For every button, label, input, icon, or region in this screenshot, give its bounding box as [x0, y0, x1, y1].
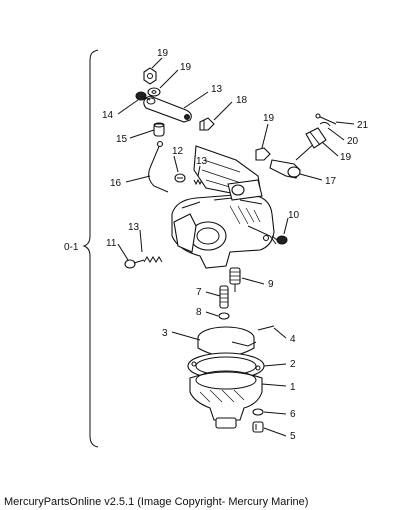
callout-19-upper: 18 [236, 95, 248, 106]
callout-19-right: 19 [263, 113, 275, 124]
callout-24: 21 [357, 120, 369, 131]
callout-1: 1 [290, 382, 296, 393]
part-5-drain-screw [252, 421, 264, 433]
part-19-bushing-right [255, 147, 271, 161]
part-15-screw [135, 91, 151, 101]
part-3-float [197, 326, 257, 357]
part-23-clip [319, 121, 331, 127]
part-10-screw [271, 235, 288, 245]
part-7-main-jet [219, 285, 229, 309]
part-9-float-valve-seat [229, 267, 241, 292]
part-20-nut [143, 67, 157, 85]
part-18-throttle-shaft-arm [269, 141, 317, 179]
part-17-link-rod [148, 140, 169, 193]
carburetor-body [171, 145, 277, 269]
callout-18: 17 [325, 176, 337, 187]
part-22-cap [305, 127, 327, 149]
part-4-pin [257, 325, 275, 331]
callout-12: 12 [172, 146, 184, 157]
callout-16: 15 [116, 134, 128, 145]
part-24-pin [315, 113, 337, 125]
part-14-throttle-lever [143, 95, 192, 123]
callout-9: 9 [268, 279, 274, 290]
callout-13-upper: 13 [196, 156, 208, 167]
callout-4: 4 [290, 334, 296, 345]
callout-6: 6 [290, 409, 296, 420]
callout-23: 20 [347, 136, 359, 147]
callout-8: 8 [196, 307, 202, 318]
part-12-screw [174, 173, 186, 183]
assembly-label: 0-1 [64, 242, 79, 253]
part-16-bushing [153, 122, 165, 137]
callout-21: 19 [180, 62, 192, 73]
part-1-float-bowl [189, 370, 263, 429]
callout-7: 7 [196, 287, 202, 298]
callout-10: 10 [288, 210, 300, 221]
leader-lines [117, 57, 355, 437]
callout-14: 13 [211, 84, 223, 95]
callout-17: 16 [110, 178, 122, 189]
part-6-gasket-washer [252, 408, 264, 416]
part-8-washer [218, 312, 230, 320]
part-21-washer [147, 87, 161, 97]
callout-5: 5 [290, 431, 296, 442]
part-11-idle-screw [124, 259, 145, 269]
callout-13-left: 13 [128, 222, 140, 233]
assembly-bracket [82, 49, 99, 448]
callout-2: 2 [290, 359, 296, 370]
part-19-bushing-upper [199, 117, 215, 131]
carburetor-exploded-diagram: 0-1 [64, 48, 369, 448]
callout-numbers: 19 19 13 14 18 15 12 13 16 19 21 20 19 1… [102, 48, 369, 442]
callout-3: 3 [162, 328, 168, 339]
callout-15: 14 [102, 110, 114, 121]
callout-20: 19 [157, 48, 169, 59]
callout-22: 19 [340, 152, 352, 163]
part-13-spring-left [143, 256, 163, 263]
callout-11: 11 [106, 238, 117, 249]
image-copyright-caption: MercuryPartsOnline v2.5.1 (Image Copyrig… [4, 496, 309, 508]
